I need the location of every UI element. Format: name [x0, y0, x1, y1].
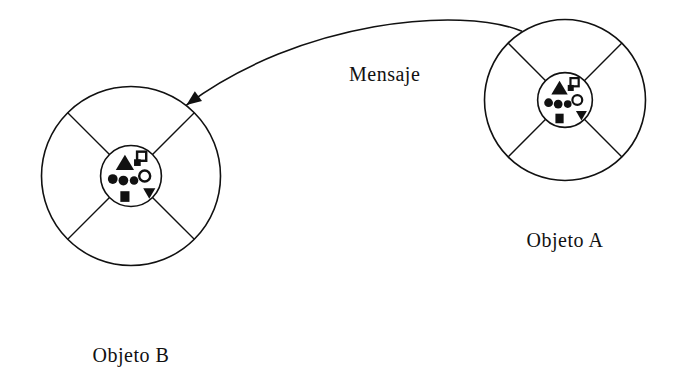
- object-figure: [483, 18, 647, 182]
- inner-core: [538, 73, 593, 128]
- sector-divider: [153, 113, 195, 155]
- object-label: Objeto A: [527, 228, 604, 252]
- outer-ring: [42, 87, 221, 266]
- message-line: [186, 20, 522, 105]
- sector-divider: [508, 119, 546, 157]
- sector-divider: [584, 119, 622, 157]
- sector-divider: [68, 198, 110, 240]
- object-node: Objeto B: [40, 85, 222, 371]
- object-label: Objeto B: [93, 343, 170, 367]
- arrow-head: [186, 91, 202, 105]
- data-symbols: [544, 78, 587, 123]
- object-node: Objeto A: [483, 18, 647, 256]
- sector-divider: [508, 43, 546, 81]
- sector-divider: [68, 113, 110, 155]
- sector-divider: [584, 43, 622, 81]
- object-figure: [40, 85, 222, 267]
- data-symbols: [108, 152, 155, 202]
- outer-ring: [485, 20, 646, 181]
- message-arrow: [186, 20, 522, 105]
- inner-core: [101, 146, 162, 207]
- message-label: Mensaje: [346, 62, 423, 86]
- sector-divider: [153, 198, 195, 240]
